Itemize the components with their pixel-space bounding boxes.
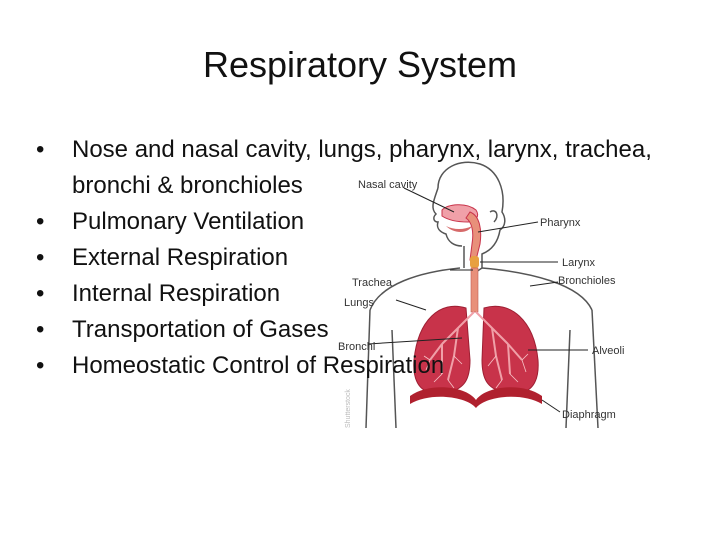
- bullet-text: Homeostatic Control of Respiration: [72, 352, 445, 379]
- bullet-dot: •: [36, 208, 45, 235]
- label-alveoli: Alveoli: [592, 345, 624, 357]
- torso-right: [565, 329, 571, 429]
- bullet-item: • Transportation of Gases: [36, 312, 676, 348]
- respiratory-diagram: Nasal cavity Pharynx Larynx Bronchioles …: [338, 161, 624, 429]
- bullet-dot: •: [36, 352, 45, 379]
- label-bronchi: Bronchi: [338, 341, 375, 353]
- head-outline: [437, 161, 506, 273]
- mouth-shape: [446, 226, 472, 232]
- bullet-item: • Nose and nasal cavity, lungs, pharynx, …: [36, 132, 676, 204]
- body-outline: [365, 161, 599, 429]
- ear: [489, 210, 498, 223]
- bullet-text: Pulmonary Ventilation: [72, 208, 305, 235]
- slide-title: Respiratory System: [202, 44, 518, 85]
- torso-left: [391, 329, 397, 429]
- shoulders: [369, 267, 593, 311]
- upper-airway: [441, 204, 482, 261]
- bullet-list: • Nose and nasal cavity, lungs, pharynx, …: [36, 132, 676, 384]
- label-trachea: Trachea: [352, 277, 393, 289]
- face-outline: [432, 187, 463, 247]
- bullet-item: • External Respiration: [36, 240, 676, 276]
- label-diaphragm: Diaphragm: [562, 409, 616, 421]
- larynx-shape: [470, 256, 479, 268]
- label-nasal-cavity: Nasal cavity: [358, 179, 418, 191]
- lungs: [413, 305, 539, 395]
- watermark: Shutterstock: [345, 389, 352, 428]
- arm-left: [365, 309, 371, 429]
- diaphragm-shape: [410, 387, 542, 408]
- bullet-text: External Respiration: [72, 244, 289, 271]
- label-larynx: Larynx: [562, 257, 596, 269]
- label-bronchioles: Bronchioles: [558, 275, 616, 287]
- bullet-dot: •: [36, 244, 45, 271]
- label-lungs: Lungs: [344, 297, 374, 309]
- bronchi-tree: [429, 311, 523, 381]
- bronchioles-fine: [423, 353, 529, 389]
- bullet-dot: •: [36, 280, 45, 307]
- bullet-dot: •: [36, 316, 45, 343]
- right-lung: [481, 305, 539, 395]
- bullet-text: Internal Respiration: [72, 280, 281, 307]
- arm-right: [591, 309, 599, 429]
- bullet-item: • Pulmonary Ventilation: [36, 204, 676, 240]
- trachea-shape: [470, 267, 479, 313]
- bullet-dot: •: [36, 136, 45, 163]
- bullet-item: • Internal Respiration: [36, 276, 676, 312]
- label-pharynx: Pharynx: [540, 217, 581, 229]
- bullet-text: Transportation of Gases: [72, 316, 329, 343]
- leader-lines: [367, 187, 588, 413]
- bullet-text: Nose and nasal cavity, lungs, pharynx, l…: [72, 136, 652, 199]
- bullet-item: • Homeostatic Control of Respiration: [36, 348, 676, 384]
